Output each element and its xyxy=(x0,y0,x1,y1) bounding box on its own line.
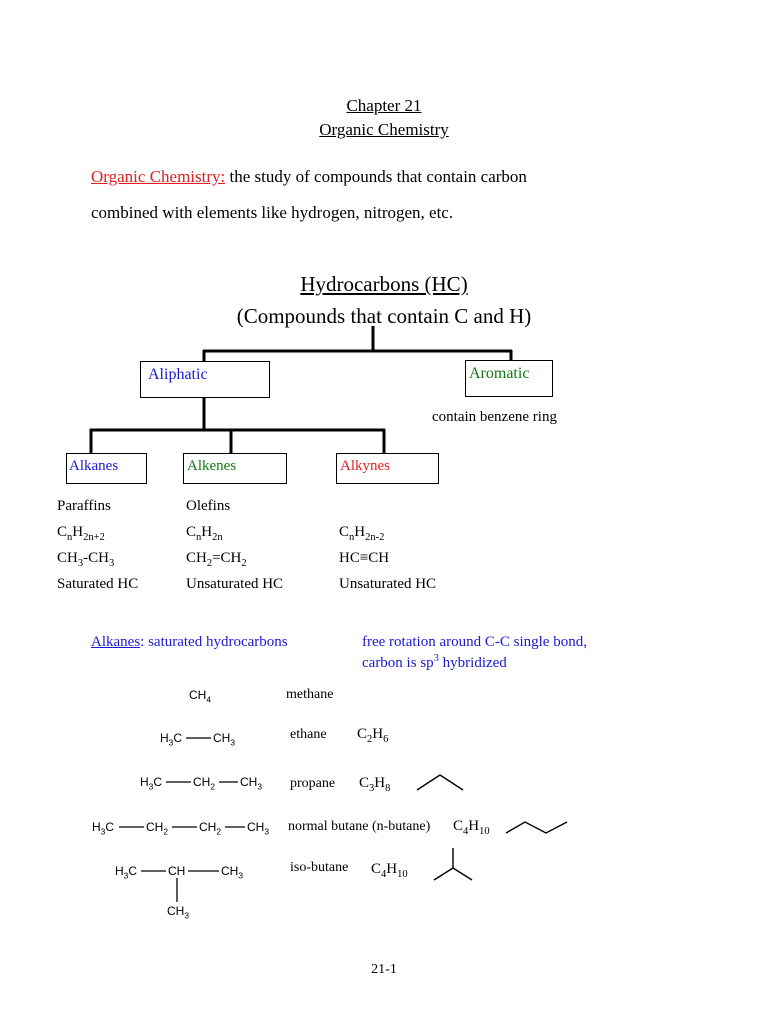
aromatic-box: Aromatic xyxy=(465,360,553,397)
aromatic-note: contain benzene ring xyxy=(432,409,557,425)
alkenes-type: Unsaturated HC xyxy=(186,576,284,592)
tree-title: Hydrocarbons (HC) xyxy=(300,272,468,296)
isobutane-formula: C4H10 xyxy=(371,861,408,880)
alkenes-example: CH2=CH2 xyxy=(186,550,247,569)
butane-ch2-b: CH2 xyxy=(199,820,222,837)
ethane-name: ethane xyxy=(290,727,327,742)
propane-h3c: H3C xyxy=(140,775,163,792)
methane-name: methane xyxy=(286,687,334,702)
definition-text-1: the study of compounds that contain carb… xyxy=(225,167,527,186)
butane-name: normal butane (n-butane) xyxy=(288,819,431,834)
definition-line-1: Organic Chemistry: the study of compound… xyxy=(91,167,527,187)
propane-skeletal xyxy=(416,774,464,791)
alkenes-label: Alkenes xyxy=(187,458,237,474)
alkanes-note-2: carbon is sp3 hybridized xyxy=(362,653,507,671)
definition-term: Organic Chemistry: xyxy=(91,167,226,186)
propane-ch3: CH3 xyxy=(240,775,263,792)
butane-skeletal xyxy=(505,821,568,834)
alkanes-note-1: free rotation around C-C single bond, xyxy=(362,634,587,650)
alkenes-common-name: Olefins xyxy=(186,498,231,514)
definition-text-2: combined with elements like hydrogen, ni… xyxy=(91,203,454,222)
butane-ch2-a: CH2 xyxy=(146,820,169,837)
alkynes-label: Alkynes xyxy=(340,458,390,474)
butane-h3c: H3C xyxy=(92,820,115,837)
butane-formula: C4H10 xyxy=(453,818,490,837)
alkynes-box: Alkynes xyxy=(336,453,439,484)
isobutane-ch3-right: CH3 xyxy=(221,864,244,881)
ethane-formula: C2H6 xyxy=(357,726,389,745)
alkanes-example: CH3-CH3 xyxy=(57,550,115,569)
propane-name: propane xyxy=(290,776,336,791)
tree-subtitle: (Compounds that contain C and H) xyxy=(236,304,532,328)
chapter-heading: Chapter 21 xyxy=(346,96,422,115)
propane-ch2: CH2 xyxy=(193,775,216,792)
alkanes-type: Saturated HC xyxy=(57,576,139,592)
isobutane-h3c: H3C xyxy=(115,864,138,881)
page-number: 21-1 xyxy=(371,962,397,977)
alkenes-general-formula: CnH2n xyxy=(186,524,223,543)
isobutane-ch: CH xyxy=(168,864,186,878)
alkanes-common-name: Paraffins xyxy=(57,498,111,514)
alkanes-section-heading: Alkanes: saturated hydrocarbons xyxy=(91,634,288,650)
ethane-ch3: CH3 xyxy=(213,731,236,748)
aromatic-label: Aromatic xyxy=(469,365,530,382)
alkanes-box: Alkanes xyxy=(66,453,147,484)
isobutane-name: iso-butane xyxy=(290,860,349,875)
alkanes-general-formula: CnH2n+2 xyxy=(57,524,105,543)
isobutane-skeletal-left xyxy=(433,867,454,881)
ethane-h3c: H3C xyxy=(160,731,183,748)
butane-ch3: CH3 xyxy=(247,820,270,837)
isobutane-ch3-bottom: CH3 xyxy=(167,904,190,921)
alkynes-general-formula: CnH2n-2 xyxy=(339,524,385,543)
alkanes-label: Alkanes xyxy=(69,458,119,474)
methane-structure: CH4 xyxy=(189,688,212,705)
alkenes-box: Alkenes xyxy=(183,453,287,484)
alkynes-example: HC≡CH xyxy=(339,550,390,566)
propane-formula: C3H8 xyxy=(359,775,391,794)
alkynes-type: Unsaturated HC xyxy=(339,576,437,592)
isobutane-skeletal-right xyxy=(452,867,473,881)
aliphatic-box: Aliphatic xyxy=(140,361,270,398)
aliphatic-label: Aliphatic xyxy=(148,366,208,383)
page-title: Organic Chemistry xyxy=(319,120,449,139)
